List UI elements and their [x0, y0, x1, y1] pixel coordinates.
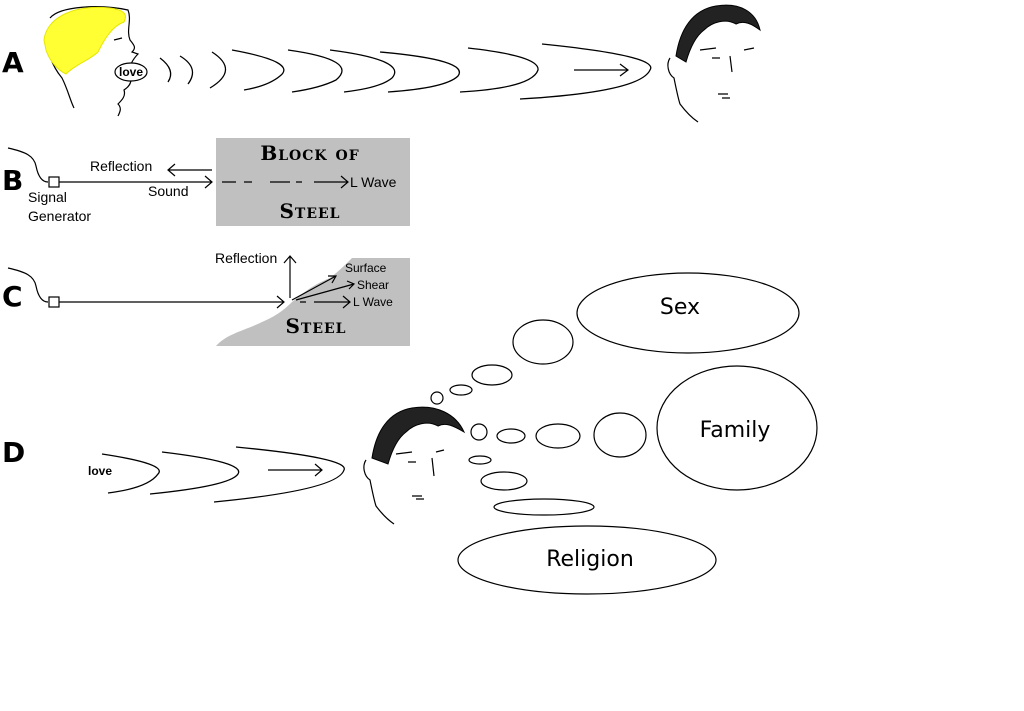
generator-label-line2-b: Generator [28, 208, 91, 224]
speaker-head: love [43, 6, 148, 117]
thought-bubbles: Sex Family Religion [430, 272, 818, 595]
signal-generator-box-b [48, 176, 60, 188]
arrow-a [574, 63, 629, 77]
l-wave-label-b: L Wave [350, 174, 397, 190]
reflection-label-c: Reflection [215, 250, 277, 266]
thought-bubble-sex [576, 272, 800, 354]
panel-letter-c: C [2, 280, 23, 313]
listener-head-d [363, 406, 466, 525]
shear-label-c: Shear [357, 278, 389, 292]
shear-arrow-c [295, 280, 356, 301]
panel-b: B Reflection Sound Signal Generator Bloc… [2, 138, 410, 226]
panel-letter-b: B [2, 164, 23, 197]
steel-wedge-c [216, 258, 410, 346]
signal-generator-box-c [48, 296, 60, 308]
panel-a: A love [2, 4, 761, 123]
generator-label-line1-b: Signal [28, 189, 67, 205]
speech-word-d: love [88, 464, 112, 478]
l-wave-arrow-c [300, 295, 351, 309]
sound-waves-d [101, 446, 345, 503]
sound-waves-a [159, 43, 652, 100]
panel-d: D love Sex [2, 272, 818, 595]
panel-letter-a: A [2, 46, 24, 79]
sound-label-b: Sound [148, 183, 188, 199]
sound-arrow-b [59, 175, 213, 189]
cable-c [7, 267, 49, 303]
thought-bubble-religion [457, 525, 717, 595]
listener-head-a [667, 4, 761, 123]
sound-arrow-c [59, 295, 285, 309]
thought-text-family: Family [700, 418, 771, 443]
surface-label-c: Surface [345, 261, 387, 275]
steel-block-title-line1: Block of [260, 141, 359, 165]
l-wave-dashed-arrow-b [222, 175, 349, 189]
yellow-hair [43, 6, 126, 75]
thought-text-sex: Sex [660, 295, 700, 320]
panel-c: C Reflection Surface Shear L Wave Steel [2, 250, 410, 346]
arrow-d [268, 463, 323, 477]
speech-bubble-a [114, 62, 148, 82]
reflection-arrow-c [283, 255, 297, 298]
reflection-label-b: Reflection [90, 158, 152, 174]
thought-text-religion: Religion [546, 547, 634, 572]
reflection-arrow-b [167, 163, 212, 177]
steel-label-c: Steel [285, 314, 346, 338]
steel-block-title-line2: Steel [279, 199, 340, 223]
speech-word-a: love [119, 65, 143, 79]
surface-arrow-c [291, 275, 338, 301]
l-wave-label-c: L Wave [353, 295, 393, 309]
panel-letter-d: D [2, 436, 25, 469]
cable-b [7, 147, 49, 183]
thought-bubble-family [656, 365, 818, 491]
